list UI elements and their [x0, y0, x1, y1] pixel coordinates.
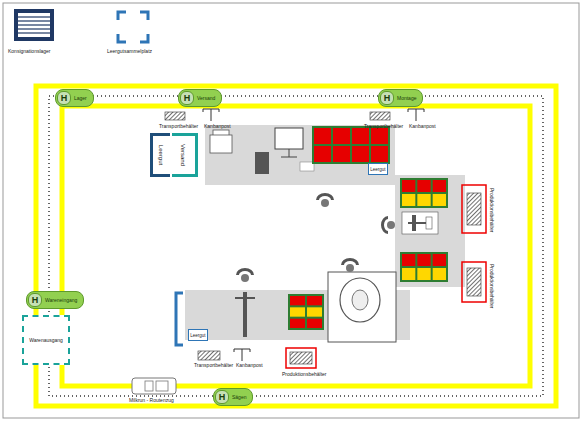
stop-marker: HSägen — [213, 388, 253, 406]
shelf-cell — [371, 146, 388, 162]
shelf-cell — [290, 307, 305, 316]
area-box: Leergut — [150, 133, 170, 177]
shelf-cell — [417, 194, 430, 206]
shelf-cell — [352, 128, 369, 144]
shelf-cell — [417, 254, 430, 266]
part-label: Konsignationslager — [8, 48, 51, 54]
part-label: Transportbehälter — [364, 123, 403, 129]
shelf-cell — [402, 180, 415, 192]
shelf-cell — [290, 296, 305, 305]
stop-name: Sägen — [232, 394, 246, 400]
shelf-cell — [352, 146, 369, 162]
shelf-cell — [402, 194, 415, 206]
stop-name: Versand — [197, 95, 215, 101]
part-label: Produktionsbehälter — [282, 371, 326, 377]
stop-letter: H — [380, 91, 394, 105]
shelf-cell — [433, 194, 446, 206]
part-label: Transportbehälter — [159, 123, 198, 129]
stop-name: Montage — [397, 95, 416, 101]
area-name: Versand — [181, 144, 187, 166]
part-label: Kanbanpost — [204, 123, 231, 129]
part-label: Leergutsammelplatz — [107, 48, 152, 54]
shelf-cell — [400, 252, 448, 282]
shelf-cell — [307, 307, 322, 316]
stop-marker: HMontage — [378, 89, 423, 107]
shelf-cell — [333, 146, 350, 162]
shelf-cell — [417, 268, 430, 280]
shelf-cell — [333, 128, 350, 144]
shelf-cell — [402, 254, 415, 266]
stop-marker: HVersand — [178, 89, 222, 107]
area-box: Leergut — [188, 329, 208, 341]
stop-name: Wareneingang — [45, 297, 77, 303]
area-box: Warenausgang — [22, 315, 70, 365]
stop-letter: H — [215, 390, 229, 404]
stop-marker: HLager — [55, 89, 94, 107]
stop-letter: H — [57, 91, 71, 105]
shelf-cell — [307, 319, 322, 328]
area-name: Leergut — [190, 333, 205, 338]
part-label: Kanbanpost — [236, 362, 263, 368]
shelf-cell — [402, 268, 415, 280]
stop-name: Lager — [74, 95, 87, 101]
part-label: Transportbehälter — [194, 362, 233, 368]
area-box: Versand — [172, 133, 198, 177]
shelf-cell — [433, 268, 446, 280]
stop-letter: H — [28, 293, 42, 307]
shelf-cell — [417, 180, 430, 192]
area-name: Leergut — [159, 145, 165, 165]
shelf-cell — [314, 128, 331, 144]
stop-letter: H — [180, 91, 194, 105]
part-label: Produktionsbehälter — [489, 188, 495, 232]
area-name: Warenausgang — [29, 337, 63, 343]
stop-marker: HWareneingang — [26, 291, 84, 309]
shelf-cell — [433, 180, 446, 192]
area-name: Leergut — [370, 167, 385, 172]
shelf-cell — [288, 294, 324, 330]
shelf-cell — [290, 319, 305, 328]
shelf-cell — [314, 146, 331, 162]
shelf-cell — [371, 128, 388, 144]
part-label: Kanbanpost — [409, 123, 436, 129]
part-label: Produktionsbehälter — [489, 264, 495, 308]
shelf-cell — [400, 178, 448, 208]
shelf-cell — [433, 254, 446, 266]
area-box: Leergut — [368, 163, 388, 175]
shelf-cell — [307, 296, 322, 305]
part-label: Milkrun - Routenzug — [128, 397, 175, 403]
shelf-cell — [312, 126, 390, 164]
